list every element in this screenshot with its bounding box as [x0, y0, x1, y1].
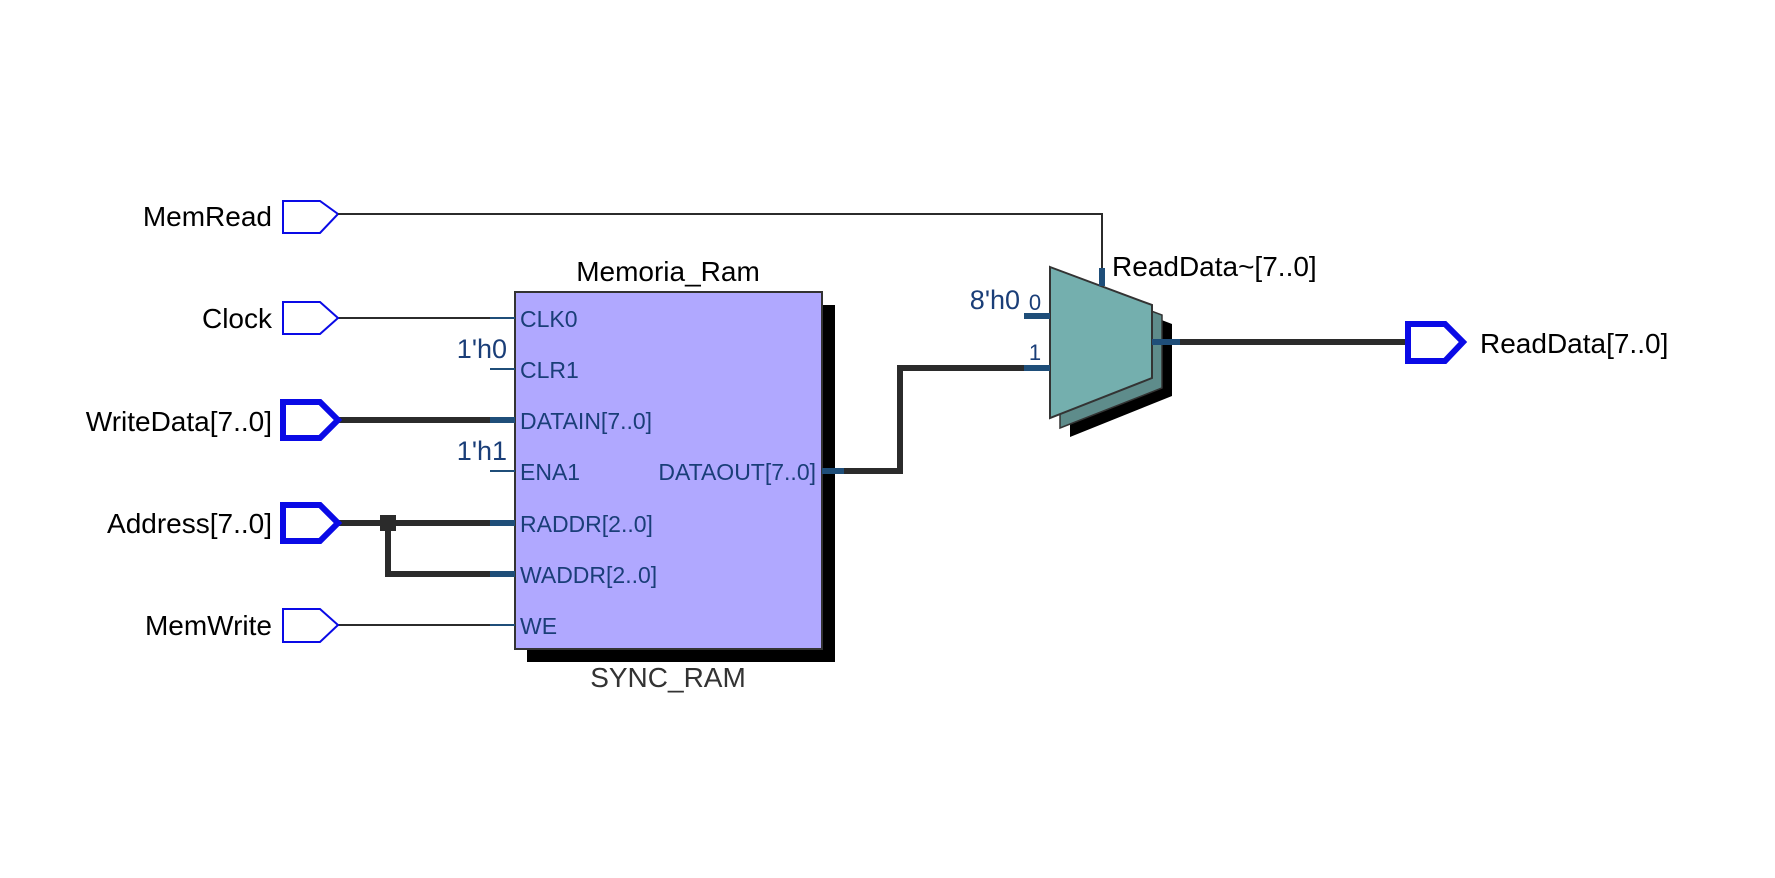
ram-block[interactable]: Memoria_Ram SYNC_RAM CLK0 CLR1 DATAIN[7.… [457, 256, 844, 693]
wire-address-branch [385, 523, 490, 577]
mux-input-1-label: 1 [1029, 340, 1041, 365]
pin-datain: DATAIN[7..0] [520, 408, 652, 434]
mux-const-input: 8'h0 [970, 285, 1020, 315]
port-symbol [280, 502, 343, 544]
ram-pin-stubs [490, 317, 844, 626]
readdata-label: ReadData[7..0] [1480, 328, 1668, 359]
address-junction [380, 515, 396, 531]
pin-dataout: DATAOUT[7..0] [658, 459, 816, 485]
input-port-address[interactable]: Address[7..0] [107, 502, 343, 544]
output-port-readdata[interactable]: ReadData[7..0] [1405, 321, 1668, 364]
pin-clk0: CLK0 [520, 306, 578, 332]
port-symbol [280, 399, 343, 441]
pin-we: WE [520, 613, 557, 639]
memread-label: MemRead [143, 201, 272, 232]
port-symbol [1405, 321, 1468, 364]
mux-name: ReadData~[7..0] [1112, 251, 1317, 282]
clock-label: Clock [202, 303, 273, 334]
port-symbol [282, 608, 340, 643]
ram-instance-name: Memoria_Ram [576, 256, 760, 287]
wire-memread [296, 213, 1103, 272]
writedata-label: WriteData[7..0] [86, 406, 272, 437]
ram-type-name: SYNC_RAM [590, 662, 746, 693]
const-ena1: 1'h1 [457, 436, 507, 466]
memwrite-label: MemWrite [145, 610, 272, 641]
port-symbol [282, 301, 340, 335]
pin-clr1: CLR1 [520, 357, 579, 383]
mux-input-0-label: 0 [1029, 290, 1041, 315]
mux-block[interactable]: ReadData~[7..0] 8'h0 0 1 [970, 251, 1317, 437]
pin-waddr: WADDR[2..0] [520, 562, 657, 588]
pin-raddr: RADDR[2..0] [520, 511, 653, 537]
port-symbol [282, 200, 340, 234]
input-port-memwrite[interactable]: MemWrite [145, 608, 340, 643]
const-clr1: 1'h0 [457, 334, 507, 364]
pin-ena1: ENA1 [520, 459, 580, 485]
ram-body [514, 291, 823, 650]
wire-dataout [840, 365, 1030, 474]
input-port-clock[interactable]: Clock [202, 301, 340, 335]
address-label: Address[7..0] [107, 508, 272, 539]
input-port-memread[interactable]: MemRead [143, 200, 340, 234]
input-port-writedata[interactable]: WriteData[7..0] [86, 399, 343, 441]
